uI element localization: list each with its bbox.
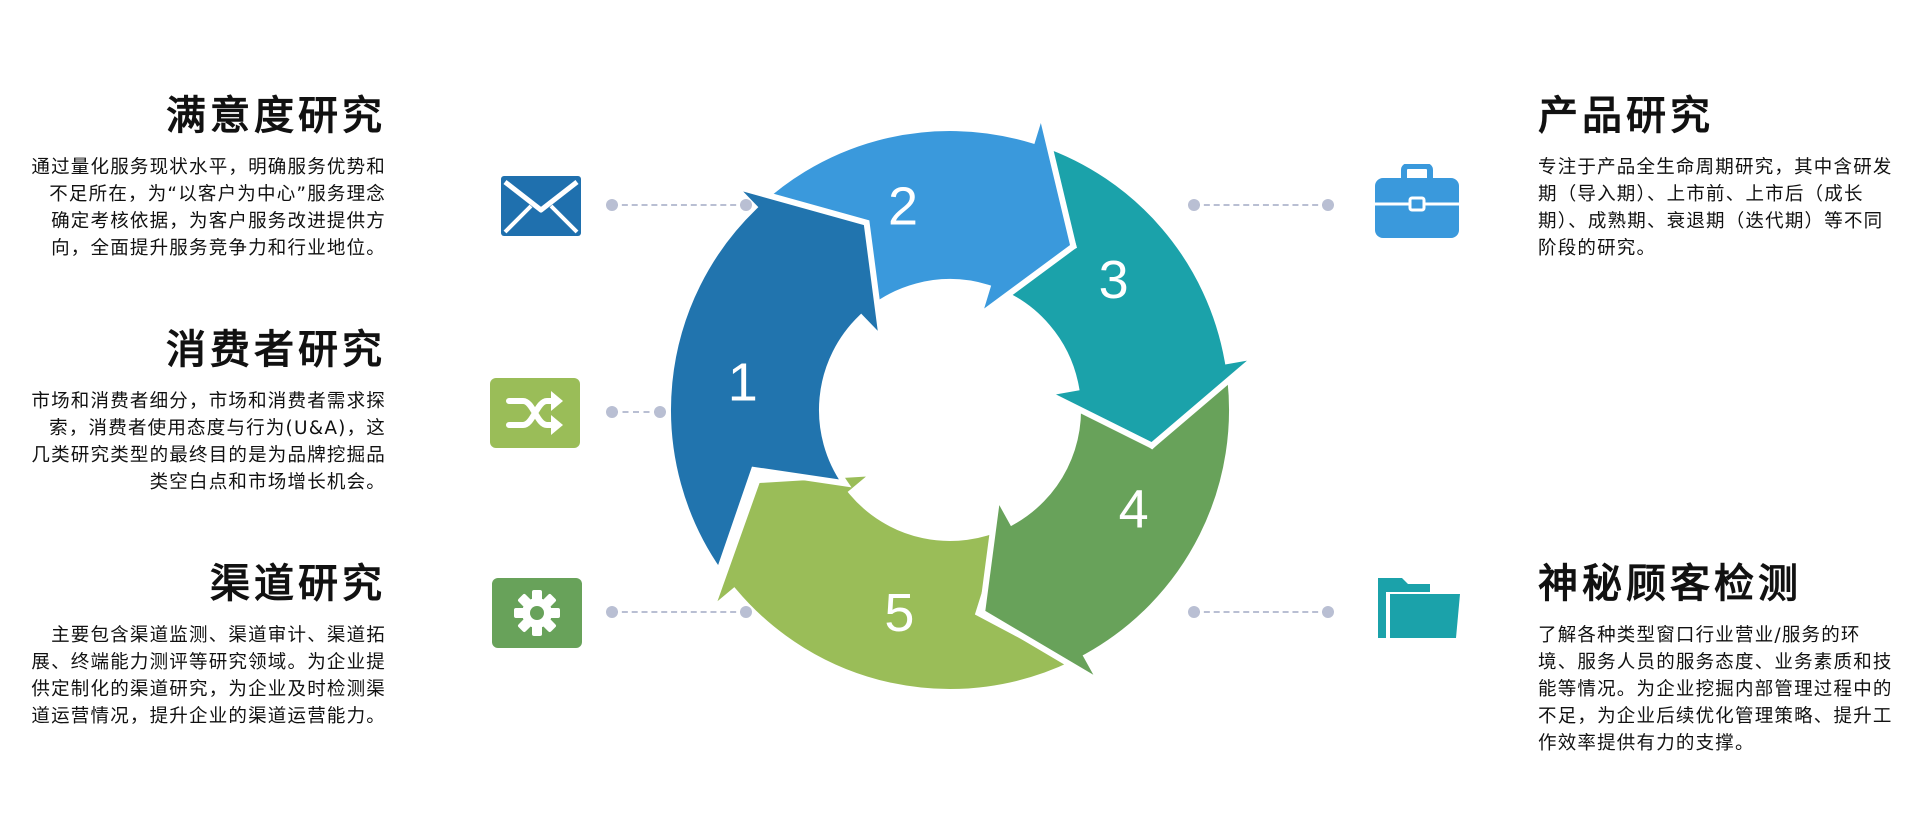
channel-research-block: 渠道研究 主要包含渠道监测、渠道审计、渠道拓展、终端能力测评等研究领域。为企业提… bbox=[30, 558, 386, 730]
mystery-shopper-title: 神秘顾客检测 bbox=[1538, 561, 1802, 607]
consumer-research-block: 消费者研究 市场和消费者细分，市场和消费者需求探索，消费者使用态度与行为(U&A… bbox=[30, 324, 386, 496]
cycle-arrow-4 bbox=[978, 364, 1236, 692]
satisfaction-research-title: 满意度研究 bbox=[166, 93, 386, 139]
folder-icon bbox=[1374, 572, 1464, 642]
product-research-block: 产品研究 专注于产品全生命周期研究，其中含研发期（导入期）、上市前、上市后（成长… bbox=[1538, 90, 1894, 262]
channel-research-title: 渠道研究 bbox=[210, 561, 386, 607]
cycle-label-2: 2 bbox=[888, 176, 918, 236]
cycle-label-4: 4 bbox=[1119, 480, 1149, 540]
envelope-icon bbox=[494, 170, 588, 242]
cycle-arrow-3 bbox=[984, 138, 1268, 450]
cycle-segment-3: 3 bbox=[984, 138, 1268, 450]
cycle-segment-5: 5 bbox=[704, 469, 1081, 696]
cycle-arrow-1 bbox=[665, 179, 887, 579]
cycle-label-5: 5 bbox=[884, 583, 914, 643]
connector-satisfaction bbox=[606, 199, 752, 211]
product-research-title: 产品研究 bbox=[1538, 93, 1714, 139]
cycle-label-1: 1 bbox=[728, 353, 758, 413]
cycle-segment-4: 4 bbox=[978, 364, 1236, 692]
consumer-research-title: 消费者研究 bbox=[166, 327, 386, 373]
satisfaction-research-desc: 通过量化服务现状水平，明确服务优势和不足所在，为“以客户为中心”服务理念确定考核… bbox=[31, 157, 386, 259]
mystery-shopper-block: 神秘顾客检测 了解各种类型窗口行业营业/服务的环境、服务人员的服务态度、业务素质… bbox=[1538, 558, 1894, 757]
connector-product bbox=[1188, 199, 1334, 211]
connector-channel bbox=[606, 606, 752, 618]
cycle-arrow-5 bbox=[704, 469, 1081, 696]
satisfaction-research-block: 满意度研究 通过量化服务现状水平，明确服务优势和不足所在，为“以客户为中心”服务… bbox=[30, 90, 386, 262]
cycle-label-3: 3 bbox=[1099, 250, 1129, 310]
cycle-arrow-2 bbox=[737, 100, 1077, 330]
mystery-shopper-desc: 了解各种类型窗口行业营业/服务的环境、服务人员的服务态度、业务素质和技能等情况。… bbox=[1538, 625, 1893, 754]
connector-consumer bbox=[606, 406, 666, 418]
channel-research-desc: 主要包含渠道监测、渠道审计、渠道拓展、终端能力测评等研究领域。为企业提供定制化的… bbox=[31, 625, 386, 727]
briefcase-icon bbox=[1372, 162, 1462, 242]
shuffle-icon bbox=[490, 378, 580, 448]
consumer-research-desc: 市场和消费者细分，市场和消费者需求探索，消费者使用态度与行为(U&A)，这几类研… bbox=[31, 391, 386, 493]
cycle-segment-2: 2 bbox=[737, 100, 1077, 330]
product-research-desc: 专注于产品全生命周期研究，其中含研发期（导入期）、上市前、上市后（成长期）、成熟… bbox=[1538, 157, 1893, 259]
gear-icon bbox=[492, 578, 582, 648]
cycle-segment-1: 1 bbox=[665, 179, 887, 579]
connector-mystery bbox=[1188, 606, 1334, 618]
